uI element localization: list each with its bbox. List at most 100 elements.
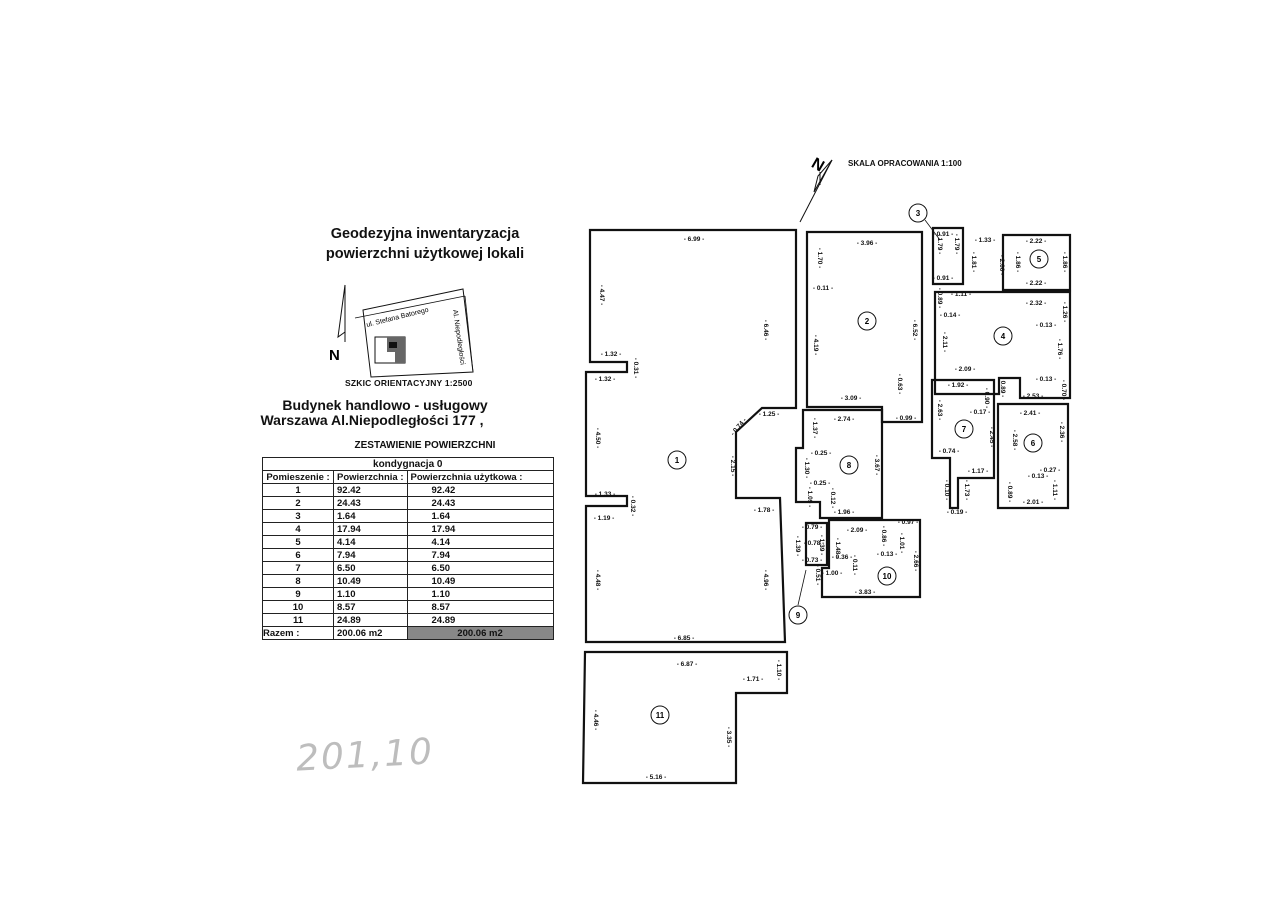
- dimension-label: - 1.70 -: [816, 248, 823, 269]
- dimension-label: - 0.78 -: [804, 540, 825, 547]
- dimension-label: - 3.96 -: [857, 240, 878, 247]
- dimension-label: - 1.32 -: [595, 376, 616, 383]
- room-marker-8: 8: [839, 455, 859, 475]
- dimension-label: - 0.70 -: [1060, 380, 1067, 401]
- room-1-outline: [584, 228, 798, 644]
- dimension-label: - 1.79 -: [936, 234, 943, 255]
- area-summary-table: kondygnacja 0 Pomieszenie : Powierzchnia…: [262, 457, 554, 640]
- dimension-label: - 4.47 -: [598, 285, 605, 306]
- dimension-label: - 0.12 -: [829, 488, 836, 509]
- dimension-label: - 1.37 -: [811, 418, 818, 439]
- dimension-label: - 1.32 -: [601, 351, 622, 358]
- dimension-label: - 0.74 -: [939, 448, 960, 455]
- walls: [581, 159, 1072, 785]
- dimension-label: - 0.63 -: [896, 374, 903, 395]
- dimension-label: - 0.10 -: [943, 480, 950, 501]
- room-number: 11: [656, 711, 665, 720]
- dimension-label: - 1.86 -: [1014, 252, 1021, 273]
- room-10-outline: [820, 518, 922, 599]
- dimension-label: - 0.97 -: [898, 519, 919, 526]
- dimension-label: - 1.01 -: [898, 533, 905, 554]
- room-number: 4: [1001, 332, 1006, 341]
- dimension-label: - 0.14 -: [940, 312, 961, 319]
- dimension-label: - 2.00 -: [998, 255, 1005, 276]
- dimension-label: - 0.51 -: [814, 565, 821, 586]
- dimension-label: - 1.09 -: [806, 487, 813, 508]
- dimension-label: - 1.17 -: [968, 468, 989, 475]
- room-11-outline: [581, 650, 789, 785]
- dimension-label: - 0.89 -: [936, 288, 943, 309]
- room-marker-3: 3: [908, 203, 928, 223]
- dimension-label: - 0.27 -: [1040, 467, 1061, 474]
- dimension-label: - 2.58 -: [1011, 430, 1018, 451]
- room-marker-6: 6: [1023, 433, 1043, 453]
- dimension-label: - 4.46 -: [592, 710, 599, 731]
- dimension-label: - 0.74 -: [730, 417, 749, 437]
- room-marker-7: 7: [954, 419, 974, 439]
- dimension-label: - 1.25 -: [759, 411, 780, 418]
- room-marker-4: 4: [993, 326, 1013, 346]
- room-marker-11: 11: [650, 705, 670, 725]
- dimension-label: - 1.30 -: [803, 458, 810, 479]
- dimension-label: - 2.22 -: [1026, 238, 1047, 245]
- dimension-label: - 1.81 -: [970, 252, 977, 273]
- dimension-label: - 3.67 -: [873, 455, 880, 476]
- room-number: 5: [1037, 255, 1042, 264]
- dimension-label: - 1.39 -: [818, 535, 825, 556]
- dimension-label: - 3.35 -: [725, 727, 732, 748]
- room-number-cell: 10: [262, 600, 334, 614]
- dimension-label: - 6.87 -: [677, 661, 698, 668]
- dimension-label: - 2.32 -: [1026, 300, 1047, 307]
- dimension-label: - 0.17 -: [970, 409, 991, 416]
- dimension-label: - 1.76 -: [1056, 339, 1063, 360]
- dimension-label: - 3.83 -: [855, 589, 876, 596]
- room-number: 10: [883, 572, 892, 581]
- building-description: Budynek handlowo - usługowy Warszawa Al.…: [222, 398, 522, 428]
- room-marker-10: 10: [877, 566, 897, 586]
- total-area: 200.06 m2: [333, 626, 408, 640]
- dimension-label: - 2.15 -: [729, 456, 736, 477]
- dimension-label: - 1.86 -: [1061, 252, 1068, 273]
- room-9-outline: [804, 521, 829, 567]
- dimension-label: - 0.25 -: [811, 450, 832, 457]
- dimension-label: - 2.74 -: [834, 416, 855, 423]
- dimension-label: - 0.89 -: [999, 377, 1006, 398]
- sketch-caption: SZKIC ORIENTACYJNY 1:2500: [345, 378, 473, 388]
- dimension-label: - 6.52 -: [911, 320, 918, 341]
- dimension-label: - 6.99 -: [684, 236, 705, 243]
- dimension-label: - 2.63 -: [936, 400, 943, 421]
- orientation-sketch: N ul. Stefana Batorego Al. Niepodległośc…: [329, 284, 474, 378]
- dimension-label: - 0.32 -: [629, 496, 636, 517]
- dimension-label: - 2.22 -: [1026, 280, 1047, 287]
- dimension-label: - 0.79 -: [802, 524, 823, 531]
- dimension-label: - 3.09 -: [841, 395, 862, 402]
- dimension-label: - 1.92 -: [948, 382, 969, 389]
- dimension-label: - 2.66 -: [912, 551, 919, 572]
- dimension-label: - 1.33 -: [595, 491, 616, 498]
- dimension-label: - 0.25 -: [810, 480, 831, 487]
- title-line-2: powierzchni użytkowej lokali: [325, 246, 525, 262]
- dimension-label: - 4.50 -: [594, 428, 601, 449]
- dimension-label: - 2.09 -: [847, 527, 868, 534]
- dimension-label: - 2.11 -: [941, 332, 948, 352]
- dimension-label: - 2.36 -: [1058, 422, 1065, 443]
- summary-heading: ZESTAWIENIE POWIERZCHNI: [354, 440, 496, 451]
- dimension-label: - 0.89 -: [1006, 482, 1013, 503]
- dimension-label: - 1.11 -: [951, 291, 971, 298]
- room-marker-2: 2: [857, 311, 877, 331]
- dimension-label: - 2.09 -: [955, 366, 976, 373]
- dimension-label: - 1.11 -: [1051, 480, 1058, 500]
- room-number: 8: [847, 461, 852, 470]
- room-number: 2: [865, 317, 870, 326]
- room-marker-1: 1: [667, 450, 687, 470]
- dimension-label: - 0.13 -: [1036, 322, 1057, 329]
- dimension-label: - 0.11 -: [851, 555, 858, 575]
- building-address: Warszawa Al.Niepodległości 177 ,: [260, 412, 484, 428]
- dimension-label: - 0.91 -: [933, 231, 954, 238]
- dimension-label: - 6.46 -: [762, 320, 769, 341]
- total-label: Razem :: [262, 626, 334, 640]
